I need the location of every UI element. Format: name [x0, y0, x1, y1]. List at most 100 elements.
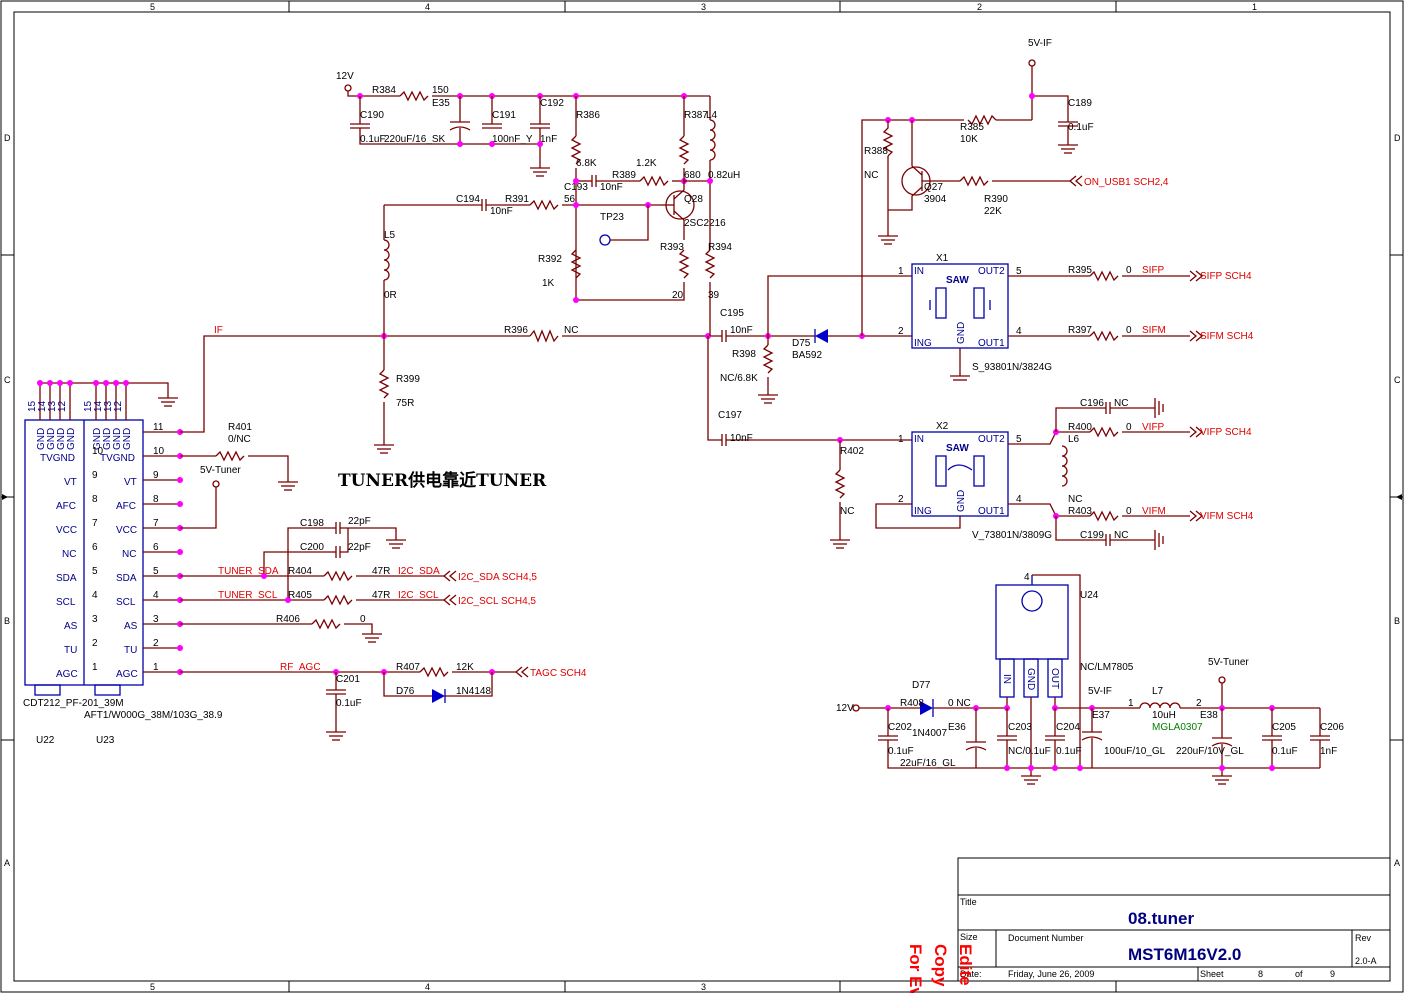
c201-value: 0.1uF	[336, 698, 362, 709]
svg-text:AS: AS	[64, 621, 78, 632]
svg-text:TVGND: TVGND	[100, 453, 135, 464]
tuner-module: CDT212_PF-201_39M AFT1/W000G_38M/103G_38…	[23, 380, 223, 746]
document-number: MST6M16V2.0	[1128, 945, 1241, 964]
c196-value: NC	[1114, 398, 1128, 409]
q27-switch: 5V-IF C189 0.1uF R385 10K R388 NC Q27 39…	[861, 38, 1169, 336]
rev-label: Rev	[1355, 933, 1372, 943]
svg-text:NC: NC	[62, 549, 76, 560]
r395-label: R395	[1068, 265, 1092, 276]
x2-label: X2	[936, 421, 949, 432]
date-value: Friday, June 26, 2009	[1008, 969, 1094, 979]
r391-label: R391	[505, 194, 529, 205]
c199-label: C199	[1080, 530, 1104, 541]
c202-label: C202	[888, 722, 912, 733]
port-sifp[interactable]: SIFP SCH4	[1200, 271, 1252, 282]
svg-text:4: 4	[1016, 326, 1022, 337]
sheet-label: Sheet	[1200, 969, 1224, 979]
c189-value: 0.1uF	[1068, 122, 1094, 133]
svg-text:6: 6	[92, 542, 98, 553]
svg-text:3: 3	[153, 614, 159, 625]
row-label-c-right: C	[1394, 375, 1401, 385]
svg-text:VT: VT	[124, 477, 137, 488]
r400-label: R400	[1068, 422, 1092, 433]
tuner-pin-5: 5 5 SDA SDA	[56, 566, 180, 584]
c190-value: 0.1uF	[360, 134, 386, 145]
svg-text:AGC: AGC	[116, 669, 138, 680]
r408-label: R408	[900, 698, 924, 709]
sheet-number: 8	[1258, 969, 1263, 979]
svg-text:2: 2	[92, 638, 98, 649]
d75-label: D75	[792, 338, 811, 349]
c195-label: C195	[720, 308, 744, 319]
svg-text:1: 1	[898, 434, 904, 445]
l7-part: MGLA0307	[1152, 722, 1203, 733]
gnd-pin-15: 15	[27, 400, 38, 412]
gnd-label-6: GND	[102, 428, 113, 450]
port-vifp[interactable]: VIFP SCH4	[1200, 427, 1252, 438]
port-tagc[interactable]: TAGC SCH4	[530, 668, 587, 679]
port-on-usb1[interactable]: ON_USB1 SCH2,4	[1084, 177, 1169, 188]
saw-filter-x1: C195 10nF R398 NC/6.8K D75 BA592 X1 IN O…	[720, 253, 1254, 404]
r394-value: 39	[708, 290, 720, 301]
r387-value: 680	[684, 170, 701, 181]
x1-gnd: GND	[956, 322, 967, 344]
tuner-pin-6: 6 6 NC NC	[62, 542, 180, 560]
c192-value: 1nF	[540, 134, 557, 145]
r384-label: R384	[372, 85, 396, 96]
svg-text:5: 5	[1016, 434, 1022, 445]
tuner-part1: CDT212_PF-201_39M	[23, 698, 124, 709]
svg-text:4: 4	[92, 590, 98, 601]
port-i2c-sda[interactable]: I2C_SDA SCH4,5	[458, 572, 537, 583]
svg-text:1: 1	[153, 662, 159, 673]
e36-value: 22uF/16_GL	[900, 758, 956, 769]
svg-text:7: 7	[92, 518, 98, 529]
r389-value: 1.2K	[636, 158, 657, 169]
watermark-line-1: Edite	[956, 944, 975, 986]
net-vifp: VIFP	[1142, 422, 1165, 433]
rail-5vif-top: 5V-IF	[1028, 38, 1052, 49]
regulator-u24: 4 U24 NC/LM7805 IN GND OUT 12V D77 1N400…	[836, 572, 1344, 785]
row-label-b: B	[4, 616, 10, 626]
svg-text:6: 6	[153, 542, 159, 553]
x2-value: V_73801N/3809G	[972, 530, 1052, 541]
x1-value: S_93801N/3824G	[972, 362, 1052, 373]
r401-value: 0/NC	[228, 434, 251, 445]
svg-text:2: 2	[153, 638, 159, 649]
l5-label: L5	[384, 230, 396, 241]
port-i2c-scl[interactable]: I2C_SCL SCH4,5	[458, 596, 536, 607]
port-vifm[interactable]: VIFM SCH4	[1200, 511, 1254, 522]
tvgnd-left: TVGND	[40, 453, 75, 464]
c205-label: C205	[1272, 722, 1296, 733]
port-sifm[interactable]: SIFM SCH4	[1200, 331, 1254, 342]
c198-label: C198	[300, 518, 324, 529]
tuner-u22: U22	[36, 735, 55, 746]
q28-value: 2SC2216	[684, 218, 726, 229]
r402-label: R402	[840, 446, 864, 457]
svg-text:AGC: AGC	[56, 669, 78, 680]
c204-label: C204	[1056, 722, 1080, 733]
svg-text:2: 2	[898, 326, 904, 337]
x1-ing: ING	[914, 338, 932, 349]
col-label-2: 2	[977, 2, 982, 12]
rail-5vif-bottom: 5V-IF	[1088, 686, 1112, 697]
gnd-pin-15b: 15	[83, 400, 94, 412]
svg-text:2: 2	[1196, 698, 1202, 709]
tp23-label: TP23	[600, 212, 624, 223]
d76-label: D76	[396, 686, 415, 697]
r403-value: 0	[1126, 506, 1132, 517]
u24-value: NC/LM7805	[1080, 662, 1134, 673]
date-label: Date:	[960, 969, 982, 979]
c189-label: C189	[1068, 98, 1092, 109]
title-block: Title 08.tuner Size Document Number MST6…	[957, 857, 1391, 982]
sheet-title: 08.tuner	[1128, 909, 1195, 928]
svg-text:9: 9	[92, 470, 98, 481]
tuner-u23: U23	[96, 735, 115, 746]
r406-label: R406	[276, 614, 300, 625]
c191-label: C191	[492, 110, 516, 121]
c202-value: 0.1uF	[888, 746, 914, 757]
svg-text:11: 11	[153, 422, 164, 433]
r395-value: 0	[1126, 265, 1132, 276]
c204-value: 0.1uF	[1056, 746, 1082, 757]
net-if: IF	[214, 325, 223, 336]
svg-text:SCL: SCL	[56, 597, 76, 608]
